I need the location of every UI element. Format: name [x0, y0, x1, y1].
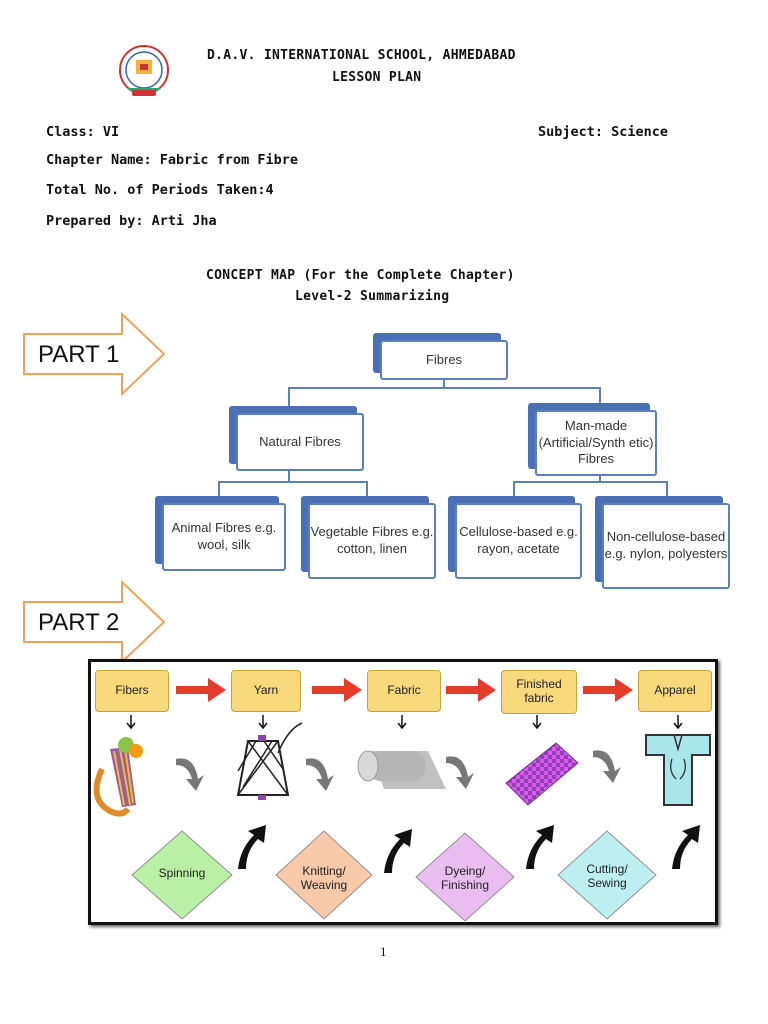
- process-label-spinning: Spinning: [158, 866, 206, 880]
- manmade-fibres-box: Man-made (Artificial/Synth etic) Fibres: [535, 410, 657, 476]
- stage-yarn: Yarn: [231, 670, 301, 712]
- connector-animal-up: [218, 481, 220, 496]
- fibres-box: Fibres: [380, 340, 508, 380]
- process-label-knitting: Knitting/ Weaving: [300, 864, 348, 893]
- finished-fabric-icon: [505, 742, 579, 806]
- noncellulose-box: Non-cellulose-based e.g. nylon, polyeste…: [602, 503, 730, 589]
- connector-natural-horizontal: [218, 481, 368, 483]
- connector-vegetable-up: [366, 481, 368, 496]
- subject-line: Subject: Science: [538, 124, 669, 140]
- connector-level1-horizontal: [288, 387, 601, 389]
- page-number: 1: [380, 944, 387, 959]
- part1-arrow: [22, 311, 167, 397]
- red-arrow-icon: [176, 678, 226, 702]
- concept-map-subtitle: Level-2 Summarizing: [295, 289, 450, 304]
- red-arrow-icon: [583, 678, 633, 702]
- stage-finished-fabric: Finished fabric: [501, 670, 577, 714]
- fiber-bundle-icon: [93, 737, 143, 817]
- process-graphics: [93, 678, 711, 922]
- connector-manmade-horizontal: [513, 481, 668, 483]
- doc-type: LESSON PLAN: [332, 70, 422, 85]
- school-name: D.A.V. INTERNATIONAL SCHOOL, AHMEDABAD: [207, 48, 516, 63]
- stage-apparel: Apparel: [638, 670, 712, 712]
- school-logo: [118, 44, 170, 100]
- school-emblem-icon: [119, 45, 169, 96]
- prepared-by-line: Prepared by: Arti Jha: [46, 213, 217, 229]
- part1-label: PART 1: [38, 341, 120, 368]
- apparel-shirt-icon: [645, 734, 711, 806]
- animal-fibres-box: Animal Fibres e.g. wool, silk: [162, 503, 286, 571]
- fabric-roll-icon: [357, 750, 446, 789]
- process-spinning: [131, 830, 233, 920]
- stage-fabric: Fabric: [367, 670, 441, 712]
- periods-line: Total No. of Periods Taken:4: [46, 182, 274, 198]
- connector-manmade-up: [599, 387, 601, 404]
- natural-fibres-box: Natural Fibres: [236, 413, 364, 471]
- stage-fibers: Fibers: [95, 670, 169, 712]
- connector-manmade-down: [599, 472, 601, 482]
- yarn-cone-icon: [236, 722, 303, 800]
- connector-natural-up: [288, 387, 290, 407]
- connector-noncellulose-up: [666, 481, 668, 496]
- chapter-line: Chapter Name: Fabric from Fibre: [46, 152, 298, 168]
- part2-arrow: [22, 579, 167, 665]
- process-label-cutting: Cutting/ Sewing: [586, 862, 628, 891]
- process-label-dyeing: Dyeing/ Finishing: [440, 864, 490, 893]
- process-knitting-weaving: [275, 830, 373, 920]
- class-line: Class: VI: [46, 124, 120, 140]
- connector-root-down: [443, 376, 445, 388]
- vegetable-fibres-box: Vegetable Fibres e.g. cotton, linen: [308, 503, 436, 579]
- concept-map-title: CONCEPT MAP (For the Complete Chapter): [206, 268, 515, 283]
- red-arrow-icon: [312, 678, 362, 702]
- cellulose-box: Cellulose-based e.g. rayon, acetate: [455, 503, 582, 579]
- connector-natural-down: [288, 468, 290, 482]
- process-dyeing-finishing: [415, 832, 515, 922]
- red-arrow-icon: [446, 678, 496, 702]
- connector-cellulose-up: [513, 481, 515, 496]
- process-cutting-sewing: [557, 830, 657, 920]
- part2-label: PART 2: [38, 609, 120, 636]
